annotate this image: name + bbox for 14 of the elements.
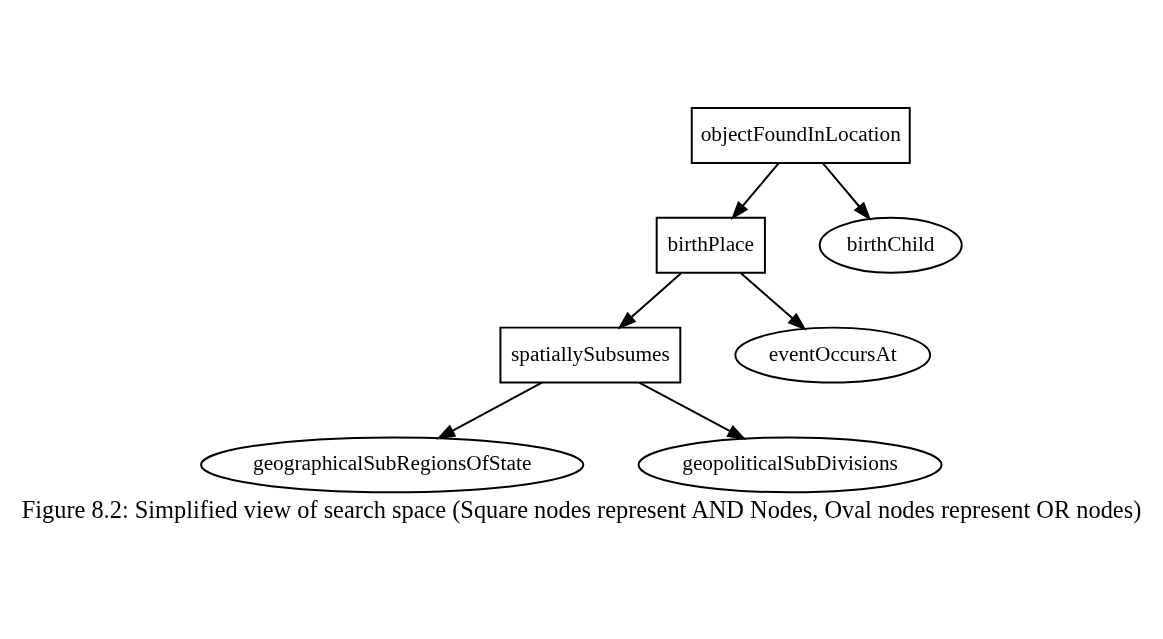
node-ellipse: geopoliticalSubDivisions: [637, 435, 943, 493]
node-box: birthPlace: [655, 216, 766, 274]
node-ellipse: birthChild: [818, 216, 963, 274]
arrow: [822, 161, 872, 221]
arrow: [739, 271, 807, 331]
node-box: objectFoundInLocation: [690, 106, 911, 164]
arrow: [638, 381, 747, 440]
node-box: spatiallySubsumes: [499, 326, 682, 383]
node-ellipse: geographicalSubRegionsOfState: [200, 435, 585, 493]
arrow: [436, 381, 543, 440]
arrow: [617, 271, 682, 329]
caption: Figure 8.2: Simplified view of search space (Square nodes represent AND Nodes, Oval nodes represent OR nodes): [21, 495, 1142, 523]
arrow: [730, 161, 780, 220]
node-ellipse: eventOccursAt: [734, 326, 932, 383]
